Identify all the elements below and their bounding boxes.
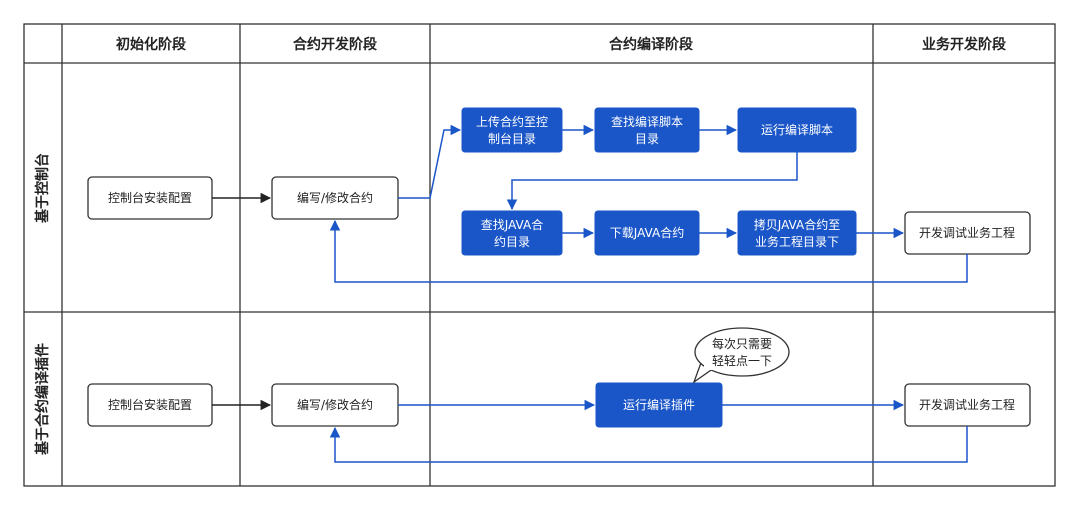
callout-text: 每次只需要 [712, 336, 772, 351]
callout-text: 轻轻点一下 [712, 354, 772, 368]
node-find-script: 查找编译脚本 目录 [594, 107, 700, 153]
column-header-business-dev: 业务开发阶段 [922, 36, 1006, 53]
node-install-console: 控制台安装配置 [87, 176, 213, 220]
node-dev-business-1: 开发调试业务工程 [904, 211, 1031, 255]
swimlane-grid [23, 23, 1056, 487]
node-label: 业务工程目录下 [755, 234, 839, 249]
node-upload-contract: 上传合约至控 制台目录 [461, 107, 563, 153]
arrow-dev-back-to-edit-2 [329, 426, 968, 463]
node-label: 开发调试业务工程 [919, 225, 1015, 240]
node-label: 上传合约至控 [476, 114, 548, 129]
node-edit-contract-2: 编写/修改合约 [271, 383, 399, 427]
node-label: 查找编译脚本 [611, 114, 683, 129]
row-header-console: 基于控制台 [34, 153, 51, 223]
node-label: 拷贝JAVA合约至 [754, 217, 840, 232]
column-header-compile: 合约编译阶段 [609, 36, 693, 53]
node-label: 控制台安装配置 [108, 397, 192, 412]
node-label: 约目录 [494, 234, 530, 249]
node-label: 查找JAVA合 [481, 217, 543, 232]
row-header-plugin: 基于合约编译插件 [34, 343, 51, 455]
node-edit-contract: 编写/修改合约 [271, 176, 399, 220]
node-label: 编写/修改合约 [297, 190, 373, 205]
node-run-plugin: 运行编译插件 [595, 382, 723, 428]
node-label: 控制台安装配置 [108, 190, 192, 205]
node-label: 编写/修改合约 [297, 397, 373, 412]
node-label: 目录 [635, 132, 659, 146]
node-label: 制台目录 [488, 131, 536, 146]
node-label: 下载JAVA合约 [610, 225, 684, 240]
node-copy-java: 拷贝JAVA合约至 业务工程目录下 [737, 210, 857, 256]
column-header-init: 初始化阶段 [116, 36, 186, 53]
arrow-run-to-find-java [506, 152, 798, 211]
node-label: 运行编译脚本 [761, 122, 833, 137]
arrow-dev-back-to-edit-1 [329, 219, 968, 283]
node-label: 开发调试业务工程 [919, 397, 1015, 412]
node-dev-business-2: 开发调试业务工程 [904, 383, 1031, 427]
callout-bubble: 每次只需要 轻轻点一下 [692, 327, 790, 384]
node-run-script: 运行编译脚本 [737, 107, 857, 153]
arrow-edit-to-upload [398, 124, 462, 199]
node-install-console-2: 控制台安装配置 [87, 383, 213, 427]
node-label: 运行编译插件 [623, 397, 695, 412]
node-download-java: 下载JAVA合约 [594, 210, 700, 256]
column-header-contract-dev: 合约开发阶段 [293, 36, 377, 53]
node-find-java: 查找JAVA合 约目录 [461, 210, 563, 256]
